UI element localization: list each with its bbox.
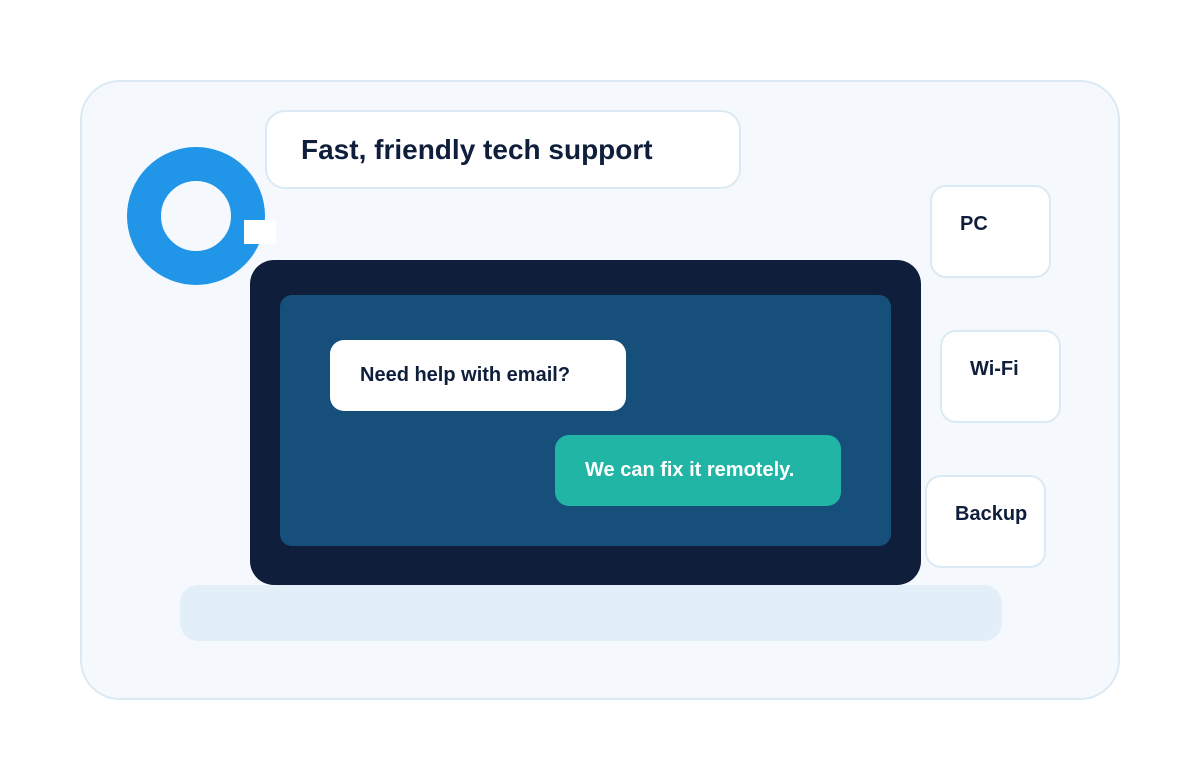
laptop-base: [180, 585, 1002, 641]
headline-text: Fast, friendly tech support: [301, 133, 653, 165]
tag-wifi: Wi-Fi: [940, 330, 1061, 423]
reply-message-text: We can fix it remotely.: [585, 459, 795, 481]
headline-bubble: Fast, friendly tech support: [265, 110, 741, 189]
tag-pc-label: PC: [960, 213, 988, 235]
support-logo-icon: [126, 136, 276, 286]
incoming-message-bubble: Need help with email?: [330, 340, 626, 411]
tag-pc: PC: [930, 185, 1051, 278]
tag-backup-label: Backup: [955, 503, 1028, 525]
reply-message-bubble: We can fix it remotely.: [555, 435, 841, 506]
tag-wifi-label: Wi-Fi: [970, 358, 1019, 380]
laptop-screen: [280, 295, 891, 546]
incoming-message-text: Need help with email?: [360, 364, 571, 386]
tag-backup: Backup: [925, 475, 1046, 568]
